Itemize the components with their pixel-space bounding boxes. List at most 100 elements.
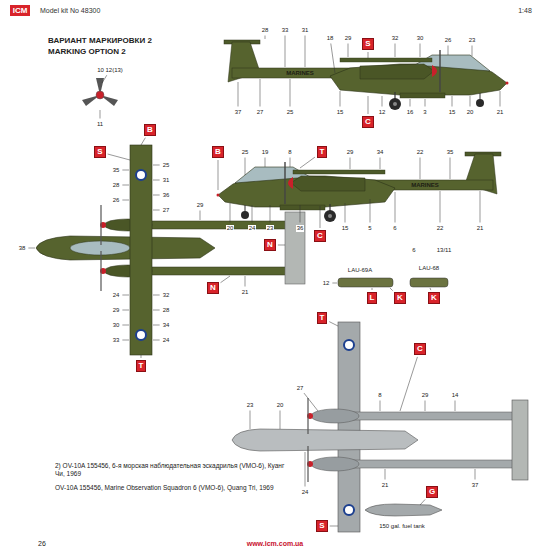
callout-letter-text: B <box>147 125 153 134</box>
callout-number: 29 <box>346 149 355 156</box>
aircraft-lettering: MARINES <box>286 70 314 76</box>
part-label: 150 gal. fuel tank <box>378 523 426 529</box>
leader-line <box>320 206 321 228</box>
leader-line <box>265 36 266 40</box>
leader-line <box>470 96 471 107</box>
callout-number: 6 <box>411 247 416 254</box>
leader-line <box>122 170 129 171</box>
heading: ВАРИАНТ МАРКИРОВКИ 2 <box>48 36 152 45</box>
callout-number: 12 <box>322 280 331 287</box>
callout-number: 31 <box>162 177 171 184</box>
caption-text: OV-10A 155456, Marine Observation Squadr… <box>55 484 290 492</box>
leader-line <box>265 158 266 168</box>
callout-number: 21 <box>496 109 505 116</box>
callout-number: 5 <box>367 225 372 232</box>
callout-number: 28 <box>112 182 121 189</box>
fuselage-pod <box>36 236 215 260</box>
callout-number: 25 <box>241 149 250 156</box>
tailplane <box>285 212 305 284</box>
leader-line <box>153 195 160 196</box>
leader-line <box>390 288 393 291</box>
callout-letter-text: S <box>319 521 324 530</box>
callout-letter-text: B <box>215 147 221 156</box>
callout-number: 10 12(13) <box>96 67 124 74</box>
callout-number: 21 <box>381 482 390 489</box>
rocket-pods <box>338 278 448 287</box>
leader-line <box>329 322 338 326</box>
callout-letter: N <box>264 239 276 251</box>
leader-line <box>28 248 35 249</box>
leader-line <box>385 469 386 480</box>
leader-line <box>305 452 306 487</box>
header-text: 1:48 <box>518 7 532 14</box>
callout-number: 32 <box>162 292 171 299</box>
callout-number: 14 <box>451 392 460 399</box>
propeller <box>307 398 308 434</box>
callout-number: 13/11 <box>436 247 453 254</box>
aircraft-lettering: MARINES <box>411 182 439 188</box>
leader-line <box>452 96 453 107</box>
callout-letter: T <box>136 360 147 372</box>
callout-letter: T <box>317 312 328 324</box>
leader-line <box>100 110 101 119</box>
leader-line <box>380 158 381 170</box>
propeller <box>307 446 308 482</box>
propeller <box>100 251 101 291</box>
leader-line <box>300 157 315 168</box>
leader-line <box>410 99 411 107</box>
leader-line <box>425 401 426 412</box>
prop-hub <box>96 91 104 99</box>
leader-line <box>221 276 230 283</box>
leader-line <box>200 211 201 221</box>
callout-number: 30 <box>112 322 121 329</box>
callout-number: 27 <box>162 207 171 214</box>
callout-number: 29 <box>196 202 205 209</box>
leader-line <box>420 499 425 505</box>
part-label: LAU-69A <box>347 267 373 273</box>
callout-number: 25 <box>286 109 295 116</box>
leader-line <box>400 357 417 411</box>
callout-number: 24 <box>162 337 171 344</box>
leader-line <box>372 288 373 290</box>
callout-number: 37 <box>471 482 480 489</box>
leader-line <box>472 46 473 57</box>
callout-number: 29 <box>344 35 353 42</box>
callout-letter-text: S <box>365 39 370 48</box>
propeller <box>100 205 101 245</box>
leader-line <box>380 401 381 412</box>
callout-number: 35 <box>112 167 121 174</box>
top-view <box>36 145 305 355</box>
callout-number: 8 <box>377 392 382 399</box>
callout-number: 22 <box>416 149 425 156</box>
callout-number: 23 <box>246 402 255 409</box>
callout-number: 31 <box>301 27 310 34</box>
callout-letter-text: T <box>320 313 325 322</box>
bottom-view <box>232 322 528 532</box>
leader-line <box>395 44 396 58</box>
callout-number: 38 <box>18 245 27 252</box>
callout-letter-text: N <box>267 240 273 249</box>
callout-number: 30 <box>416 35 425 42</box>
callout-letter: S <box>362 38 373 50</box>
callout-number: 28 <box>162 307 171 314</box>
leader-line <box>153 295 160 296</box>
leader-line <box>440 191 441 223</box>
callout-letter: S <box>94 146 105 158</box>
leader-line <box>305 36 306 68</box>
header-text: Model kit No 48300 <box>40 7 100 14</box>
callout-letter: C <box>362 116 374 128</box>
callout-number: 37 <box>234 109 243 116</box>
leader-line <box>448 46 449 56</box>
callout-number: 27 <box>256 109 265 116</box>
leader-line <box>260 79 261 107</box>
tailplane <box>512 400 528 480</box>
leader-line <box>153 340 160 341</box>
callout-number: 27 <box>296 385 305 392</box>
callout-letter-text: T <box>139 361 144 370</box>
callout-letter-text: C <box>365 117 371 126</box>
callout-letter-text: K <box>397 293 403 302</box>
callout-number: 28 <box>261 27 270 34</box>
leader-lines <box>28 36 500 527</box>
callout-number: 24 <box>112 292 121 299</box>
leader-line <box>368 96 369 114</box>
